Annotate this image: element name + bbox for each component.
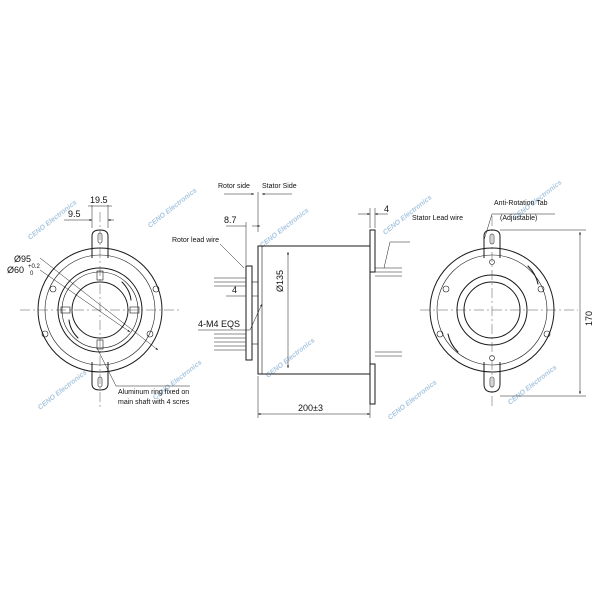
right-arc-slot-2 — [447, 333, 459, 353]
stator-side-label: Stator Side — [262, 183, 297, 190]
dim-phi-135: Ø135 — [275, 270, 285, 292]
watermark-3: CENO Electronics — [259, 207, 311, 249]
right-bottom-tab — [483, 362, 501, 393]
left-front-view: 19.5 9.5 Ø95 Ø60 +0.2 0 Aluminum ring fi… — [7, 195, 190, 408]
dim-height-170: 170 — [584, 311, 594, 326]
left-top-tab — [91, 229, 109, 258]
anti-rotation-tab-label: Anti-Rotation Tab — [494, 200, 548, 207]
left-bolt-hole — [49, 285, 57, 293]
left-bottom-tab — [91, 362, 109, 391]
left-arc-slot-1 — [121, 281, 132, 301]
side-body — [257, 245, 371, 375]
dim-length-200: 200±3 — [298, 403, 323, 413]
left-bore — [71, 281, 129, 339]
right-bolt-hole — [436, 330, 444, 338]
dim-phi-60-tol-lower: 0 — [30, 271, 34, 277]
dim-9-5: 9.5 — [68, 209, 81, 219]
dim-4-right: 4 — [384, 204, 389, 214]
rotor-flange — [245, 265, 253, 361]
dim-phi-60: Ø60 — [7, 265, 24, 275]
right-top-tab — [483, 229, 501, 258]
aluminum-ring-note-line1: Aluminum ring fixed on — [118, 389, 189, 396]
right-bolt-hole — [537, 285, 545, 293]
watermark-9: CENO Electronics — [387, 379, 439, 421]
left-bolt-hole — [152, 285, 160, 293]
anti-rotation-tab-adjustable: (Adjustable) — [500, 215, 537, 222]
left-bolt-hole — [41, 330, 49, 338]
right-bolt-hole — [543, 330, 551, 338]
dim-4-left: 4 — [232, 285, 237, 295]
aluminum-ring-note-line2: main shaft with 4 scres — [118, 399, 190, 406]
stator-lead-wire-label: Stator Lead wire — [412, 215, 463, 222]
right-front-view: Anti-Rotation Tab (Adjustable) 170 — [420, 200, 594, 408]
right-arc-slot-1 — [527, 265, 539, 285]
watermark-1: CENO Electronics — [27, 199, 79, 241]
stator-lead-wires — [375, 267, 402, 357]
watermark-6: CENO Electronics — [37, 369, 89, 411]
left-arc-slot-2 — [68, 319, 79, 339]
watermark-2: CENO Electronics — [147, 187, 199, 229]
dim-phi-60-tol-upper: +0.2 — [28, 264, 41, 270]
right-bolt-hole — [442, 285, 450, 293]
left-outer-flange — [37, 247, 163, 373]
left-bolt-hole — [146, 330, 154, 338]
rotor-side-label: Rotor side — [218, 183, 250, 190]
watermark-8: CENO Electronics — [265, 337, 317, 379]
watermark-10: CENO Electronics — [507, 364, 559, 406]
dim-8-7: 8.7 — [224, 215, 237, 225]
rotor-lead-wire-label: Rotor lead wire — [172, 237, 219, 244]
dim-phi-95: Ø95 — [14, 254, 31, 264]
right-outer-flange — [429, 247, 555, 373]
side-view: Rotor side Stator Side Rotor lead wire 8… — [172, 183, 463, 418]
stator-tab-top — [369, 229, 376, 273]
dim-19-5: 19.5 — [90, 195, 108, 205]
thread-spec: 4-M4 EQS — [198, 319, 240, 329]
rotor-lead-wires — [214, 277, 246, 351]
right-bore — [463, 281, 521, 339]
stator-tab-bottom — [369, 363, 376, 405]
